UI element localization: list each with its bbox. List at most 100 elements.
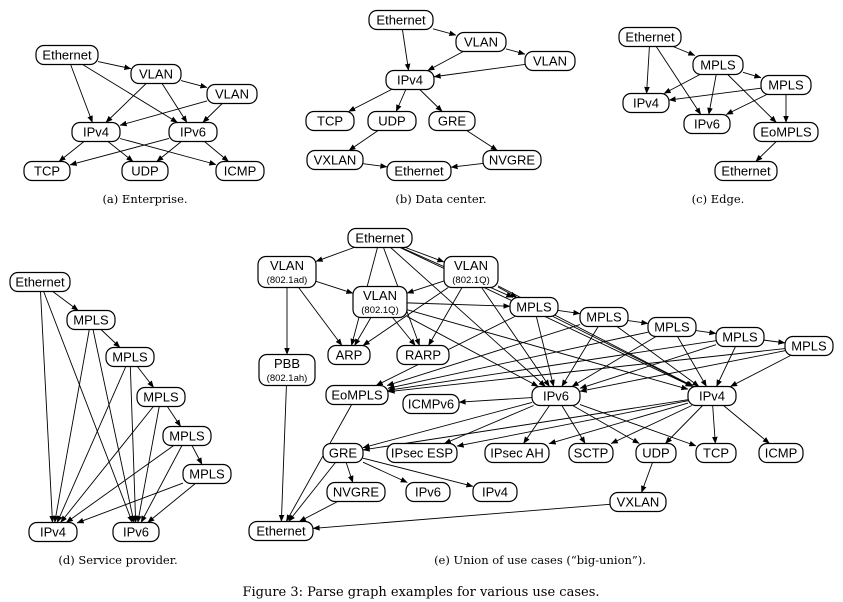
- edge-ipv4-to-udp: [665, 405, 703, 444]
- edge-eth-to-mpls1: [672, 46, 696, 56]
- node-label: IPv6: [694, 117, 720, 132]
- node-label: RARP: [405, 348, 441, 363]
- edge-ipv6-to-gre: [362, 401, 533, 449]
- node-label: ARP: [336, 348, 363, 363]
- node-sublabel: (802.1Q): [361, 305, 399, 316]
- node-box: [327, 344, 371, 366]
- node-box: [168, 121, 218, 143]
- edge-mpls4-to-eompls: [387, 340, 717, 393]
- edge-vlan1-to-vlan2: [505, 48, 526, 56]
- edge-mpls4-to-ipv4: [716, 346, 736, 387]
- node-mpls5: MPLS: [784, 335, 834, 357]
- node-box: [28, 521, 78, 543]
- edge-mpls2-to-mpls3: [627, 319, 649, 326]
- edge-gre-to-nvgre: [345, 462, 354, 483]
- node-box: [182, 463, 232, 485]
- edge-pbb-to-eth2: [278, 385, 287, 522]
- edge-vxlan-to-eth2: [362, 163, 388, 169]
- node-ipv6: IPv6: [112, 521, 160, 543]
- edge-ipv6-to-icmpv6: [458, 397, 533, 405]
- edge-mpls5-to-ipv6: [147, 483, 196, 523]
- edge-ipv4-to-ipsecesp: [456, 400, 689, 448]
- node-rarp: RARP: [396, 344, 450, 366]
- node-label: MPLS: [722, 330, 758, 345]
- node-icmpv6: ICMPv6: [402, 393, 460, 415]
- node-eth2: Ethernet: [248, 520, 314, 542]
- edge-ipv6-to-udp: [572, 405, 640, 444]
- node-box: [579, 306, 629, 328]
- node-box: [258, 353, 316, 387]
- panel-caption: (d) Service provider.: [58, 553, 177, 567]
- node-label: TCP: [703, 446, 729, 461]
- edge-gre-to-gipv6: [362, 461, 408, 483]
- node-box: [112, 521, 160, 543]
- edge-mpls1-to-mpls2: [557, 309, 581, 316]
- edge-ipv6-to-tcp: [69, 137, 170, 166]
- node-vlan2: VLAN: [206, 83, 258, 105]
- edge-vlanq2-to-rarp: [392, 317, 416, 346]
- node-ipv4: IPv4: [385, 69, 435, 91]
- node-mpls1: MPLS: [66, 309, 116, 331]
- node-mpls2: MPLS: [105, 346, 155, 368]
- edge-ipv4-to-gre: [362, 399, 689, 452]
- edge-eth-to-ipv6: [655, 46, 702, 115]
- edge-mpls5-to-ipv4: [730, 355, 791, 387]
- node-label: ICMP: [224, 164, 257, 179]
- edge-eth-to-ipv4: [40, 291, 55, 523]
- node-vlanq1: VLAN(802.1Q): [443, 255, 499, 289]
- edge-ipv6-to-sctp: [561, 405, 586, 444]
- node-label: MPLS: [654, 320, 690, 335]
- node-label: GRE: [329, 446, 358, 461]
- node-box: [66, 309, 116, 331]
- node-label: IPv6: [123, 525, 149, 540]
- edge-ipv4-to-tcp: [58, 141, 85, 162]
- edge-vlan2-to-ipv4: [433, 63, 526, 79]
- edge-ipv6-to-ipsecah: [523, 405, 550, 444]
- edge-mpls4-to-mpls5: [191, 445, 203, 465]
- node-mpls2: MPLS: [579, 306, 629, 328]
- edge-mpls4-to-ipv6: [579, 344, 717, 389]
- node-box: [367, 110, 417, 132]
- node-label: MPLS: [143, 390, 179, 405]
- node-label: IPv4: [40, 525, 66, 540]
- edge-nvgre-to-eth2: [298, 501, 338, 522]
- edge-nvgre-to-eth2: [450, 162, 484, 170]
- node-label: SCTP: [574, 446, 609, 461]
- node-label: MPLS: [189, 467, 225, 482]
- node-eompls: EoMPLS: [753, 121, 819, 143]
- node-label: IPv4: [482, 485, 508, 500]
- edge-vlanq1-to-arp: [362, 287, 449, 346]
- edge-vlan1-to-ipv4: [105, 83, 147, 123]
- node-box: [760, 74, 812, 96]
- node-eth: Ethernet: [347, 227, 413, 249]
- edge-ipv6-to-udp: [156, 141, 182, 162]
- node-label: UDP: [131, 164, 158, 179]
- edge-vlanad-to-arp: [298, 287, 343, 346]
- node-box: [130, 63, 182, 85]
- edge-mpls3-to-mpls4: [166, 406, 182, 427]
- edge-eth-to-ipv4: [644, 46, 650, 94]
- node-label: ICMP: [765, 446, 798, 461]
- edge-ipv4-to-icmp: [119, 138, 217, 166]
- node-label: MPLS: [169, 429, 205, 444]
- node-label: MPLS: [516, 300, 552, 315]
- node-eth: Ethernet: [35, 44, 99, 66]
- node-box: [162, 425, 212, 447]
- node-label: VLAN: [139, 67, 173, 82]
- edge-mpls1-to-ipv4: [663, 74, 701, 94]
- node-label: MPLS: [768, 78, 804, 93]
- node-label: UDP: [642, 446, 669, 461]
- node-box: [484, 442, 550, 464]
- edge-ipv4-to-tcp: [348, 89, 392, 112]
- node-label: TCP: [34, 164, 60, 179]
- node-vlan1: VLAN: [455, 31, 507, 53]
- edge-mpls2-to-eompls: [386, 324, 581, 387]
- edge-mpls1-to-ipv6: [535, 316, 555, 387]
- edge-eth-to-ipv6: [82, 64, 178, 123]
- node-box: [9, 271, 71, 293]
- edge-mpls2-to-mpls3: [137, 366, 154, 388]
- node-label: NVGRE: [333, 485, 380, 500]
